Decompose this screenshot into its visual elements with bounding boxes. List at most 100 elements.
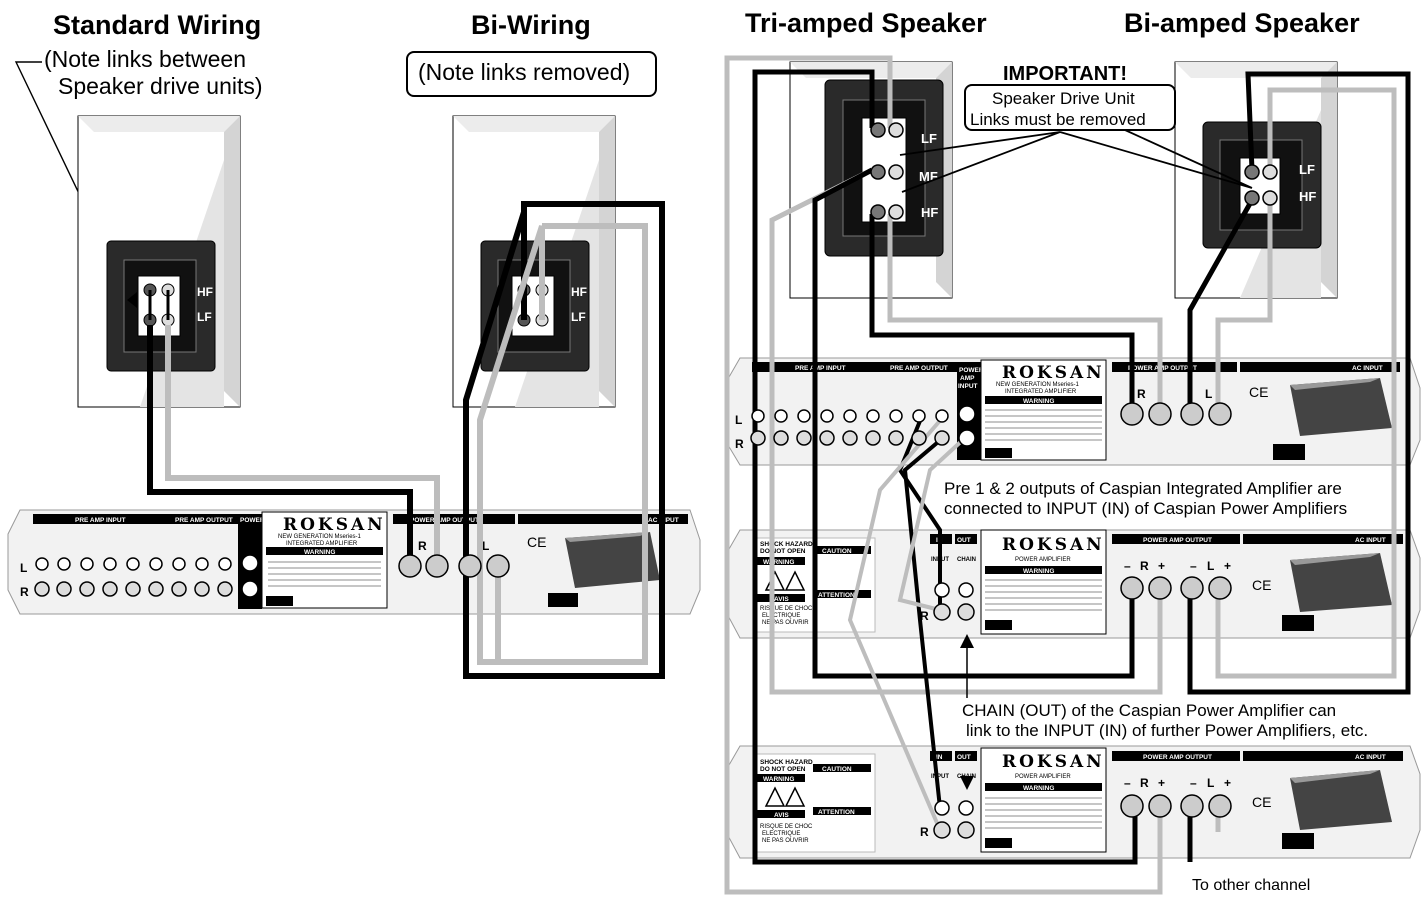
bi-lf-label: LF: [1299, 162, 1315, 177]
important-line1: Speaker Drive Unit: [992, 89, 1135, 108]
left-pre-amp-output-label: PRE AMP OUTPUT: [175, 517, 233, 524]
pa2-warning-small: WARNING: [763, 776, 794, 783]
pa1-avis: AVIS: [774, 596, 789, 603]
pa2-title: POWER AMPLIFIER: [1015, 774, 1071, 780]
left-amp-brand: ROKSAN: [283, 515, 386, 535]
right-amp-warning: WARNING: [1023, 398, 1054, 405]
pre-note-line1: Pre 1 & 2 outputs of Caspian Integrated …: [944, 479, 1342, 498]
pa1-plus-r: +: [1158, 559, 1165, 573]
pa1-out-r: R: [1140, 559, 1149, 573]
to-other-channel: To other channel: [1192, 877, 1310, 894]
standard-lf-label: LF: [197, 310, 212, 324]
pa1-risque1: RISQUE DE CHOC: [760, 606, 813, 612]
right-out-r: R: [1137, 387, 1146, 401]
pre-note-line2: connected to INPUT (IN) of Caspian Power…: [944, 499, 1347, 518]
pa1-r-label: R: [920, 609, 929, 623]
right-pre-amp-output-label: PRE AMP OUTPUT: [890, 365, 948, 372]
bi-amped-speaker: LF HF: [1174, 61, 1338, 299]
speaker-cables: [147, 55, 1411, 895]
pa1-ce: CE: [1252, 577, 1271, 593]
right-amp-type: INTEGRATED AMPLIFIER: [1005, 389, 1077, 395]
pa2-output-label: POWER AMP OUTPUT: [1143, 754, 1212, 761]
left-l-label: L: [20, 561, 27, 575]
svg-text:INPUT: INPUT: [958, 383, 978, 390]
pa1-output-label: POWER AMP OUTPUT: [1143, 537, 1212, 544]
pa1-shock1: SHOCK HAZARD: [760, 541, 813, 548]
pa1-minus-l: –: [1190, 559, 1197, 573]
pa2-in-label: IN: [936, 754, 943, 761]
left-ce-mark: CE: [527, 534, 546, 550]
pa1-caution: CAUTION: [822, 548, 852, 555]
chain-note-bg: [958, 698, 1386, 742]
left-amp-type: INTEGRATED AMPLIFIER: [286, 541, 358, 547]
pa1-warning: WARNING: [1023, 568, 1054, 575]
pre-note-bg: [940, 474, 1370, 520]
biwire-speaker: HF LF: [452, 115, 616, 408]
pa1-plus-l: +: [1224, 559, 1231, 573]
note-links-removed-box: [406, 51, 657, 97]
pa1-brand: ROKSAN: [1002, 535, 1105, 555]
left-amp-warning: WARNING: [304, 549, 335, 556]
pa2-plus-l: +: [1224, 776, 1231, 790]
pa1-risque3: NE PAS OUVRIR: [762, 620, 809, 626]
pa1-minus-r: –: [1124, 559, 1131, 573]
pa1-shock2: DO NOT OPEN: [760, 548, 806, 555]
chain-pointer-arrow-up: [960, 634, 974, 648]
svg-text:POWER: POWER: [959, 367, 984, 374]
pa2-ce: CE: [1252, 794, 1271, 810]
pa2-ac-input: AC INPUT: [1355, 754, 1386, 761]
pa2-caution: CAUTION: [822, 766, 852, 773]
pa2-out-l: L: [1207, 776, 1214, 790]
biwire-hf-label: HF: [571, 285, 587, 299]
tri-lf-label: LF: [921, 131, 937, 146]
pa1-chain-label: CHAIN: [957, 557, 976, 563]
svg-text:POWER: POWER: [240, 517, 265, 524]
standard-hf-label: HF: [197, 285, 213, 299]
left-pre-amp-input-label: PRE AMP INPUT: [75, 517, 126, 524]
pa2-shock1: SHOCK HAZARD: [760, 759, 813, 766]
pa2-input-label: INPUT: [931, 774, 949, 780]
pa2-r-label: R: [920, 825, 929, 839]
pa2-warning: WARNING: [1023, 785, 1054, 792]
important-label: IMPORTANT!: [1003, 63, 1127, 85]
important-pointer-lines: [899, 129, 1253, 193]
right-r-label: R: [735, 437, 744, 451]
power-amplifier-2: SHOCK HAZARD DO NOT OPEN WARNING AVIS RI…: [724, 745, 1421, 859]
right-ac-input-label: AC INPUT: [1352, 365, 1383, 372]
note-links-removed: (Note links removed): [418, 59, 630, 85]
left-power-amp-output-label: POWER AMP OUTPUT: [410, 517, 479, 524]
pa2-plus-r: +: [1158, 776, 1165, 790]
heading-standard-wiring: Standard Wiring: [53, 10, 261, 40]
sockets: [34, 122, 1278, 839]
pa1-warning-small: WARNING: [763, 559, 794, 566]
note-standard-line2: Speaker drive units): [58, 73, 263, 99]
bi-hf-label: HF: [1299, 189, 1316, 204]
right-l-label: L: [735, 413, 742, 427]
left-amp-model: NEW GENERATION Mseries-1: [278, 534, 362, 540]
right-ce-mark: CE: [1249, 384, 1268, 400]
pa1-out-l: L: [1207, 559, 1214, 573]
chain-pointer-arrow-down: [960, 776, 974, 790]
heading-tri-amped: Tri-amped Speaker: [745, 8, 987, 38]
pa2-risque2: ELECTRIQUE: [762, 831, 800, 837]
pa2-risque3: NE PAS OUVRIR: [762, 838, 809, 844]
left-r-label: R: [20, 585, 29, 599]
pa1-ac-input: AC INPUT: [1355, 537, 1386, 544]
svg-text:AMP: AMP: [960, 375, 975, 382]
pa2-avis: AVIS: [774, 812, 789, 819]
biwire-lf-label: LF: [571, 310, 586, 324]
right-amp-brand: ROKSAN: [1002, 363, 1105, 383]
pa1-attention: ATTENTION: [818, 592, 855, 599]
pa2-brand: ROKSAN: [1002, 752, 1105, 772]
right-pre-amp-input-label: PRE AMP INPUT: [795, 365, 846, 372]
heading-bi-wiring: Bi-Wiring: [471, 10, 591, 40]
left-out-l: L: [482, 539, 489, 553]
left-out-r: R: [418, 539, 427, 553]
right-out-l: L: [1205, 387, 1212, 401]
pa2-risque1: RISQUE DE CHOC: [760, 824, 813, 830]
pa2-attention: ATTENTION: [818, 809, 855, 816]
pa2-out-label: OUT: [957, 754, 971, 761]
pa1-out-label: OUT: [957, 537, 971, 544]
pa2-shock2: DO NOT OPEN: [760, 766, 806, 773]
pa2-out-r: R: [1140, 776, 1149, 790]
